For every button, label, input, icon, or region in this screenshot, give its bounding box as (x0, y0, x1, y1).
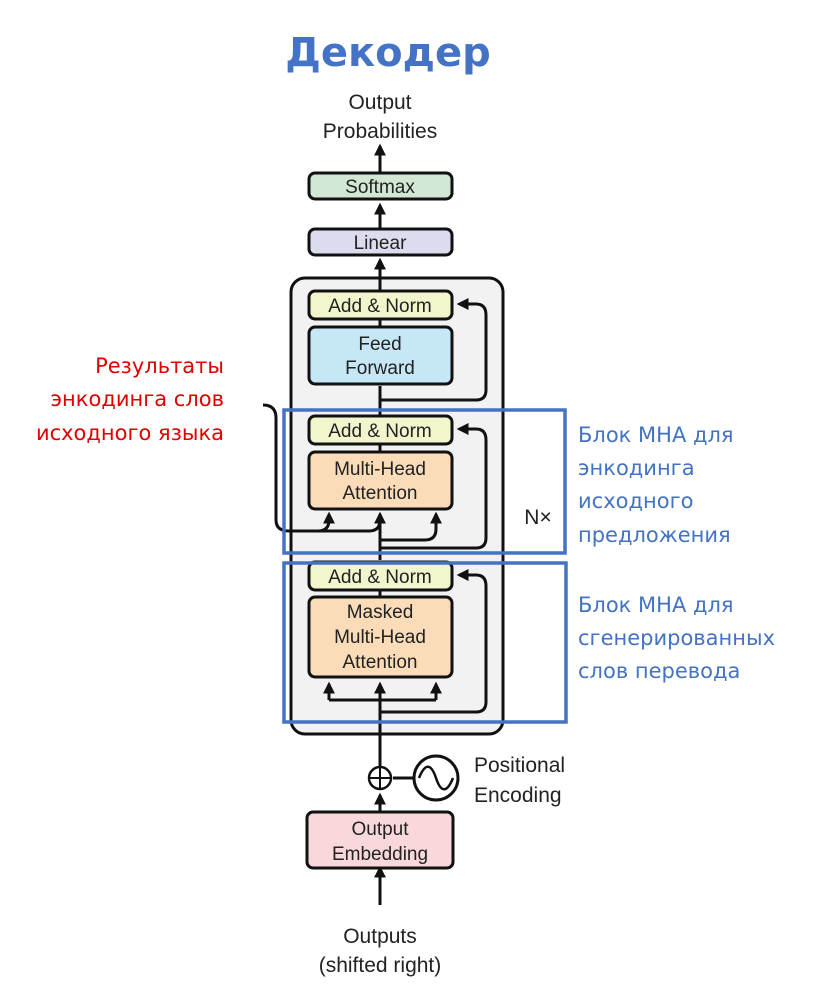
cross-block-line4: предложения (578, 523, 731, 547)
residual-ff (380, 298, 488, 402)
masked-mha-line1: Masked (347, 602, 414, 623)
add-norm-ff-box (307, 289, 454, 321)
encoder-input-line (262, 403, 335, 533)
linear-label: Linear (354, 233, 407, 254)
sine-wave-icon (412, 754, 460, 802)
residual-cross (380, 423, 488, 550)
encoder-results-line3: исходного языка (36, 421, 224, 445)
masked-block-line3: слов перевода (578, 659, 740, 683)
cross-block-line3: исходного (578, 489, 693, 513)
cross-mha-highlight (282, 408, 567, 555)
cross-block-annotation: Блок МНА для энкодинга исходного предлож… (578, 423, 734, 547)
feed-forward-box (307, 325, 454, 386)
cross-block-line1: Блок МНА для (578, 423, 734, 447)
embedding-line2: Embedding (332, 844, 428, 865)
cross-mha-line1: Multi-Head (334, 459, 426, 480)
softmax-label: Softmax (345, 177, 415, 198)
circled-plus-icon (367, 765, 393, 791)
encoder-results-line2: энкодинга слов (51, 387, 224, 411)
masked-mha-line2: Multi-Head (334, 627, 426, 648)
masked-block-line1: Блок МНА для (578, 593, 734, 617)
residual-masked (380, 569, 488, 714)
output-probs-line1: Output (348, 91, 411, 114)
encoder-results-annotation: Результаты энкодинга слов исходного язык… (36, 354, 224, 445)
positional-line2: Encoding (474, 784, 562, 807)
encoder-results-line1: Результаты (95, 354, 224, 378)
cross-input-v (380, 511, 442, 542)
feed-forward-line2: Forward (345, 358, 415, 379)
cross-block-line2: энкодинга (578, 456, 695, 480)
add-norm-ff-label: Add & Norm (328, 296, 431, 317)
masked-block-annotation: Блок МНА для сгенерированных слов перево… (578, 593, 775, 683)
cross-mha-line2: Attention (343, 483, 418, 504)
cross-input-k (290, 511, 386, 533)
softmax-box (307, 171, 454, 201)
add-norm-masked-label: Add & Norm (328, 567, 431, 588)
outputs-line1: Outputs (343, 925, 417, 948)
masked-block-line2: сгенерированных (578, 626, 775, 650)
masked-mha-line3: Attention (343, 652, 418, 673)
output-probs-line2: Probabilities (323, 120, 437, 143)
masked-mha-box (307, 595, 454, 679)
cross-mha-box (307, 450, 454, 511)
feed-forward-line1: Feed (358, 334, 401, 355)
repeat-label: N× (524, 506, 551, 529)
positional-line1: Positional (474, 754, 565, 777)
page-title: Декодер (285, 30, 490, 76)
add-norm-cross-label: Add & Norm (328, 421, 431, 442)
add-norm-cross-box (307, 414, 454, 446)
outputs-line2: (shifted right) (319, 954, 442, 977)
embedding-line1: Output (351, 819, 409, 840)
output-embedding-box (305, 810, 455, 870)
linear-box (307, 227, 454, 257)
masked-mha-highlight (282, 561, 568, 724)
